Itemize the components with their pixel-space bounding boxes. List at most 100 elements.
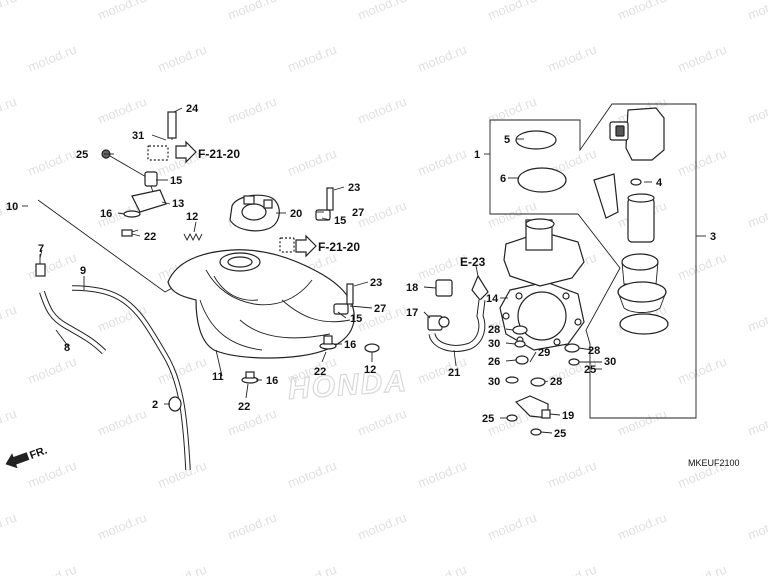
- watermark-text: motod.ru: [226, 0, 279, 23]
- filter-strainer: [593, 173, 619, 219]
- watermark-text: motod.ru: [156, 562, 209, 576]
- callout-28: 28: [588, 345, 600, 357]
- hose-8: [39, 291, 107, 355]
- callout-16: 16: [100, 208, 112, 220]
- callout-22: 22: [314, 366, 326, 378]
- diagram-code: MKEUF2100: [688, 458, 740, 468]
- watermark-text: motod.ru: [226, 406, 279, 439]
- watermark-text: motod.ru: [26, 42, 79, 75]
- callout-14: 14: [486, 293, 499, 305]
- reference-label-f2120-mid: F-21-20: [318, 240, 360, 254]
- watermark-text: motod.ru: [0, 302, 19, 335]
- watermark-text: motod.ru: [226, 510, 279, 543]
- callout-7: 7: [38, 243, 44, 255]
- callout-30: 30: [488, 338, 500, 350]
- callout-20: 20: [290, 208, 302, 220]
- watermark-text: motod.ru: [746, 198, 768, 231]
- watermark-text: motod.ru: [96, 94, 149, 127]
- watermark-text: motod.ru: [26, 354, 79, 387]
- callout-25: 25: [76, 149, 88, 161]
- callout-labels: 24 31 25 15 13 16 22 10 7 9 8 12 20 23 2…: [6, 103, 716, 440]
- watermark-text: motod.ru: [96, 510, 149, 543]
- callout-12: 12: [186, 211, 198, 223]
- callout-31: 31: [132, 130, 144, 142]
- clip-16-lower: [319, 335, 337, 350]
- callout-15: 15: [334, 215, 346, 227]
- front-label: FR.: [28, 445, 49, 462]
- reference-arrow-f2120-mid: [279, 234, 317, 258]
- watermark-text: motod.ru: [26, 458, 79, 491]
- callout-8: 8: [64, 342, 70, 354]
- watermark-text: motod.ru: [676, 42, 729, 75]
- watermark-text: motod.ru: [226, 94, 279, 127]
- tube-10: [6, 203, 39, 263]
- watermark-text: motod.ru: [356, 0, 409, 23]
- fuel-tank-11: [167, 249, 355, 359]
- pump-ring: [619, 313, 669, 335]
- o-ring-5: [515, 130, 557, 150]
- callout-25: 25: [584, 364, 596, 376]
- clip-16-bottom: [241, 371, 259, 384]
- pump-flange: [503, 218, 585, 287]
- callout-15: 15: [350, 313, 362, 325]
- callout-27: 27: [374, 303, 386, 315]
- watermark-text: motod.ru: [616, 406, 669, 439]
- watermark-text: motod.ru: [356, 406, 409, 439]
- callout-11: 11: [212, 371, 224, 383]
- watermark-text: motod.ru: [286, 42, 339, 75]
- watermark-text: motod.ru: [546, 562, 599, 576]
- reference-label-e23: E-23: [460, 255, 486, 269]
- watermark-text: motod.ru: [486, 510, 539, 543]
- watermark-text: motod.ru: [746, 0, 768, 23]
- fuel-filter-housing: [621, 253, 659, 285]
- pump-top-unit: [609, 107, 665, 161]
- connector-17: [427, 315, 450, 331]
- callout-5: 5: [504, 134, 510, 146]
- callout-22: 22: [144, 231, 156, 243]
- callout-25: 25: [554, 428, 566, 440]
- gasket-14: [499, 281, 585, 351]
- seal-ring-6: [517, 167, 567, 193]
- callout-30: 30: [604, 356, 616, 368]
- callout-19: 19: [562, 410, 574, 422]
- watermark-text: motod.ru: [156, 42, 209, 75]
- watermark-text: motod.ru: [416, 146, 469, 179]
- callout-9: 9: [80, 265, 86, 277]
- watermark-text: motod.ru: [96, 406, 149, 439]
- watermark-text: motod.ru: [746, 406, 768, 439]
- watermark-text: motod.ru: [0, 0, 19, 23]
- watermark-text: motod.ru: [356, 510, 409, 543]
- reference-arrow-f2120-top: [175, 140, 197, 164]
- watermark-text: motod.ru: [746, 94, 768, 127]
- callout-26: 26: [488, 356, 500, 368]
- watermark-text: motod.ru: [676, 562, 729, 576]
- watermark-text: motod.ru: [156, 354, 209, 387]
- spring-12: [183, 232, 203, 242]
- callout-24: 24: [186, 103, 199, 115]
- watermark-text: motod.ru: [356, 94, 409, 127]
- callout-2: 2: [152, 399, 158, 411]
- grommet-12-lower: [364, 343, 380, 353]
- callout-10: 10: [6, 201, 18, 213]
- watermark-text: motod.ru: [546, 458, 599, 491]
- watermark-text: motod.ru: [676, 354, 729, 387]
- callout-21: 21: [448, 367, 460, 379]
- watermark-text: motod.ru: [286, 458, 339, 491]
- watermark-text: motod.ru: [416, 562, 469, 576]
- watermark-text: motod.ru: [0, 510, 19, 543]
- leader-lines: [22, 107, 706, 434]
- callout-18: 18: [406, 282, 418, 294]
- callout-25: 25: [482, 413, 494, 425]
- watermark-text: motod.ru: [26, 562, 79, 576]
- watermark-text: motod.ru: [0, 94, 19, 127]
- filter-cup: [617, 281, 667, 313]
- callout-30: 30: [488, 376, 500, 388]
- callout-16: 16: [344, 339, 356, 351]
- callout-3: 3: [710, 231, 716, 243]
- connector-18: [435, 279, 453, 297]
- watermark-text: motod.ru: [156, 458, 209, 491]
- callout-16: 16: [266, 375, 278, 387]
- watermark-text: motod.ru: [616, 0, 669, 23]
- watermark-text: motod.ru: [416, 354, 469, 387]
